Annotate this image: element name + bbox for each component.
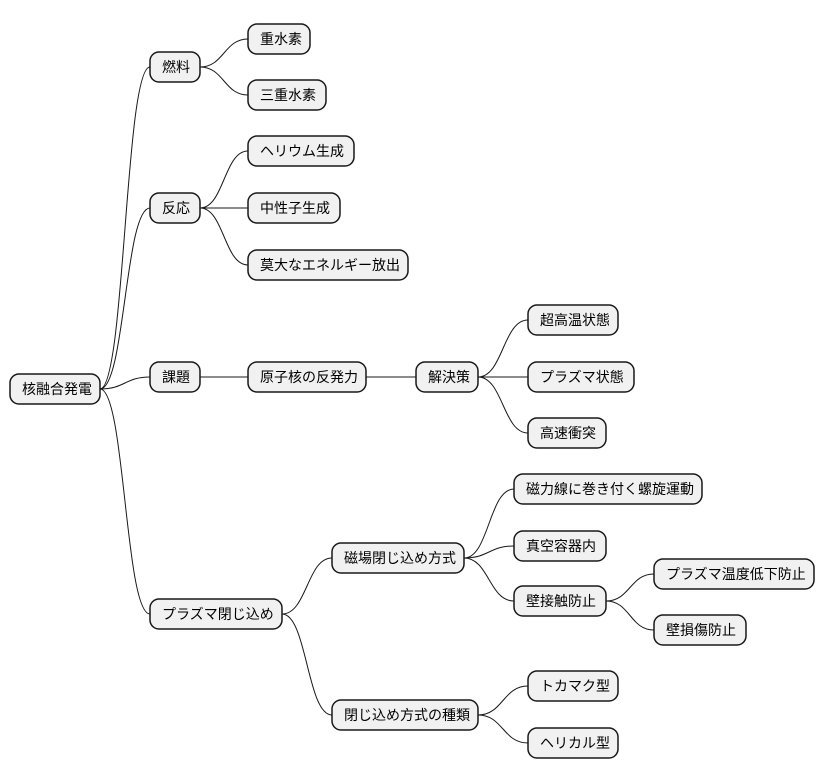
- node-label-3-0-2-0: プラズマ温度低下防止: [666, 567, 806, 583]
- node-box-2-0-0-1: [527, 361, 635, 393]
- node-label-3-0-1: 真空容器内: [526, 538, 596, 555]
- node-0-1: 三重水素: [247, 79, 327, 111]
- node-3-0: 磁場閉じ込め方式: [331, 542, 465, 574]
- node-box-3-1-1: [527, 727, 619, 759]
- node-label-0: 燃料: [162, 59, 190, 76]
- edge-3-0-0: [463, 488, 515, 559]
- node-label-3-0-0: 磁力線に巻き付く螺旋運動: [526, 482, 694, 498]
- node-3-1-0: トカマク型: [527, 670, 619, 702]
- node-box-3-0-2-0: [653, 558, 815, 590]
- node-label-3-1-0: トカマク型: [540, 679, 610, 695]
- node-label-1-0: ヘリウム生成: [260, 144, 344, 160]
- node-3-0-2-1: 壁損傷防止: [653, 614, 747, 646]
- node-label-2-0-0-2: 高速衝突: [540, 425, 596, 442]
- node-2-0: 原子核の反発力: [247, 361, 367, 393]
- node-label-2-0: 原子核の反発力: [260, 370, 358, 386]
- node-box-1-0: [247, 135, 355, 167]
- node-1-1: 中性子生成: [247, 192, 341, 224]
- edge-3-1: [281, 613, 333, 716]
- node-2: 課題: [149, 361, 201, 393]
- mindmap-edges: [99, 38, 655, 744]
- edge-3-0-1: [463, 545, 515, 559]
- node-box-3-0-1: [513, 530, 607, 562]
- node-label-3-1: 閉じ込め方式の種類: [344, 708, 470, 724]
- node-1-0: ヘリウム生成: [247, 135, 355, 167]
- node-box-1: [149, 192, 201, 224]
- node-label-0-1: 三重水素: [260, 88, 316, 104]
- edge-3-1-0: [477, 685, 529, 716]
- node-label-2: 課題: [162, 370, 190, 386]
- node-box-2: [149, 361, 201, 393]
- node-3: プラズマ閉じ込め: [149, 598, 283, 630]
- edge-1-2: [199, 207, 249, 266]
- edge-2-0-0-2: [477, 376, 529, 434]
- edge-1: [99, 207, 151, 390]
- edge-1-0: [199, 150, 249, 209]
- node-1: 反応: [149, 192, 201, 224]
- node-box-0-0: [247, 23, 311, 55]
- node-root: 核融合発電: [9, 373, 101, 405]
- node-label-root: 核融合発電: [22, 382, 92, 398]
- node-box-3-1: [331, 699, 479, 731]
- node-box-2-0-0-0: [527, 304, 619, 336]
- edge-0-0: [199, 38, 249, 68]
- edge-3-0-2-0: [605, 573, 655, 602]
- edge-3-0: [281, 557, 333, 615]
- node-box-3-1-0: [527, 670, 619, 702]
- node-label-1: 反応: [162, 201, 190, 217]
- node-box-2-0-0: [415, 361, 479, 393]
- node-box-3: [149, 598, 283, 630]
- node-3-0-2-0: プラズマ温度低下防止: [653, 558, 815, 590]
- node-label-1-1: 中性子生成: [260, 201, 330, 217]
- edge-0: [99, 66, 151, 390]
- node-2-0-0-2: 高速衝突: [527, 417, 607, 449]
- edge-3-1-1: [477, 714, 529, 744]
- node-label-2-0-0-0: 超高温状態: [540, 312, 610, 329]
- node-0: 燃料: [149, 51, 201, 83]
- node-box-3-0: [331, 542, 465, 574]
- node-box-3-0-2-1: [653, 614, 747, 646]
- node-label-3-1-1: ヘリカル型: [540, 736, 610, 752]
- node-0-0: 重水素: [247, 23, 311, 55]
- node-box-2-0: [247, 361, 367, 393]
- node-3-0-0: 磁力線に巻き付く螺旋運動: [513, 473, 703, 505]
- node-label-0-0: 重水素: [260, 32, 302, 48]
- node-box-3-0-0: [513, 473, 703, 505]
- edge-2: [99, 376, 151, 390]
- node-label-1-2: 莫大なエネルギー放出: [260, 258, 400, 274]
- node-3-0-1: 真空容器内: [513, 530, 607, 562]
- edge-2-0-0-0: [477, 319, 529, 378]
- node-3-1-1: ヘリカル型: [527, 727, 619, 759]
- node-box-1-2: [247, 249, 409, 281]
- node-box-3-0-2: [513, 585, 607, 617]
- node-box-0-1: [247, 79, 327, 111]
- edge-3-0-2-1: [605, 600, 655, 631]
- edge-3-0-2: [463, 557, 515, 602]
- node-label-3-0-2-1: 壁損傷防止: [666, 623, 736, 639]
- node-2-0-0: 解決策: [415, 361, 479, 393]
- node-1-2: 莫大なエネルギー放出: [247, 249, 409, 281]
- node-label-3-0-2: 壁接触防止: [526, 593, 596, 610]
- node-box-2-0-0-2: [527, 417, 607, 449]
- node-box-0: [149, 51, 201, 83]
- node-box-root: [9, 373, 101, 405]
- node-2-0-0-1: プラズマ状態: [527, 361, 635, 393]
- node-label-2-0-0-1: プラズマ状態: [540, 370, 624, 386]
- node-3-1: 閉じ込め方式の種類: [331, 699, 479, 731]
- node-label-3: プラズマ閉じ込め: [162, 607, 274, 623]
- node-label-3-0: 磁場閉じ込め方式: [344, 551, 456, 567]
- node-label-2-0-0: 解決策: [428, 369, 470, 386]
- edge-0-1: [199, 66, 249, 96]
- node-2-0-0-0: 超高温状態: [527, 304, 619, 336]
- edge-3: [99, 388, 151, 615]
- node-box-1-1: [247, 192, 341, 224]
- node-3-0-2: 壁接触防止: [513, 585, 607, 617]
